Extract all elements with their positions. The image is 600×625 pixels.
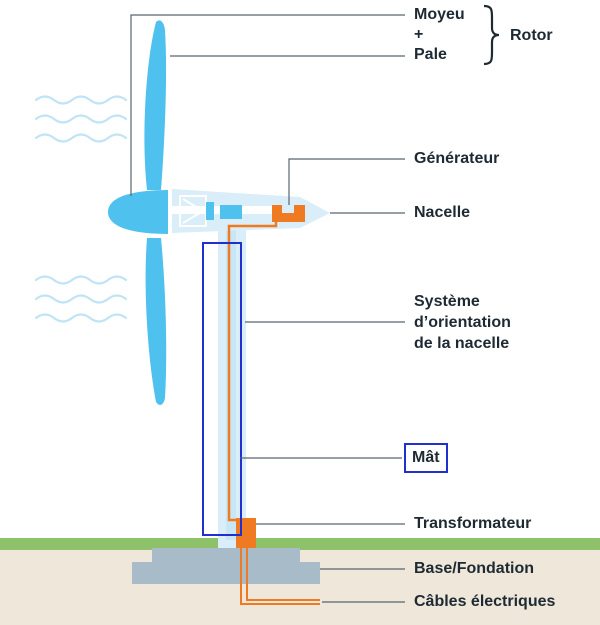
label-mat: Mât <box>404 443 448 473</box>
ground-grass <box>0 538 600 550</box>
tower-inner-shade <box>226 230 236 540</box>
label-generateur: Générateur <box>414 150 500 167</box>
blade-icon-lower <box>145 238 167 405</box>
gearbox-body <box>220 205 242 219</box>
label-nacelle: Nacelle <box>414 204 471 221</box>
label-orientation-line2: d’orientation <box>414 314 511 331</box>
wind-waves-icon <box>34 95 128 323</box>
blade-icon <box>144 20 167 190</box>
label-orientation-line3: de la nacelle <box>414 335 510 352</box>
foundation-base <box>132 562 320 584</box>
label-orientation-line1: Système <box>414 293 480 310</box>
label-base: Base/Fondation <box>414 560 535 577</box>
label-pale: Pale <box>414 46 447 63</box>
label-orientation: Système d’orientation de la nacelle <box>414 291 511 354</box>
label-cables: Câbles électriques <box>414 593 556 610</box>
mast-highlight-box <box>202 242 242 536</box>
label-transformateur: Transformateur <box>414 515 532 532</box>
label-moyeu: Moyeu <box>414 6 465 23</box>
underground-cable <box>240 548 320 605</box>
leader-lines <box>130 14 405 603</box>
generator-icon <box>272 205 305 222</box>
power-cable <box>227 222 278 522</box>
transformer <box>236 518 256 548</box>
hub-icon <box>108 190 168 234</box>
generator-slot <box>282 205 294 213</box>
label-rotor: Rotor <box>510 27 553 44</box>
foundation-top <box>152 548 300 562</box>
label-plus: + <box>414 26 424 43</box>
gearbox <box>206 202 214 220</box>
brace-icon <box>483 4 500 66</box>
underground-cable-2 <box>246 548 320 601</box>
